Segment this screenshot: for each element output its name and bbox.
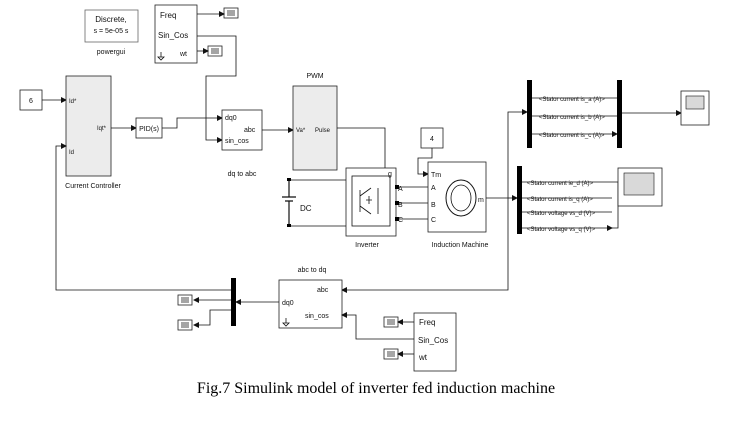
inverter-port-g: g: [388, 171, 392, 178]
powergui-label: powergui: [97, 49, 126, 56]
controller-out: Iqt*: [97, 126, 107, 132]
constant-tm-block[interactable]: 4: [420, 127, 444, 149]
bus2-signal-d: <Stator current ie_d (A)>: [527, 181, 594, 187]
dc-source-block[interactable]: DC: [282, 178, 312, 227]
constant-id-value: 6: [29, 98, 33, 105]
terminator-bottom-4: [383, 348, 399, 360]
terminator-bottom-3: [383, 316, 399, 328]
constant-tm-value: 4: [430, 136, 434, 143]
abc-to-dq-in-sincos: sin_cos: [305, 313, 329, 320]
bus2-signal-vd: <Stator voltage vs_d (V)>: [527, 211, 596, 217]
induction-machine-block[interactable]: Tm A B C m: [427, 161, 487, 233]
inverter-port-b: B: [398, 202, 403, 209]
dq-to-abc-in-dq0: dq0: [225, 115, 237, 122]
machine-port-c: C: [431, 217, 436, 224]
bus2-signal-vq: <Stator voltage vs_q (V)>: [527, 227, 596, 233]
inverter-label: Inverter: [355, 242, 379, 249]
clock-top-wt: wt: [179, 51, 187, 58]
current-controller-block[interactable]: Id* Iqt* Id: [65, 75, 112, 177]
constant-id-block[interactable]: 6: [19, 89, 43, 111]
scope-2-wiring: [612, 181, 619, 229]
pwm-in: Va*: [296, 128, 306, 134]
pid-block[interactable]: PID(s): [135, 117, 163, 139]
bus1-signal-a: <Stator current is_a (A)>: [539, 97, 605, 103]
bus-selector-2[interactable]: [517, 166, 522, 234]
clock-top-icon: [157, 52, 165, 61]
dq-to-abc-block[interactable]: dq0 sin_cos abc: [221, 109, 263, 151]
controller-in-id: Id: [69, 150, 74, 156]
abc-to-dq-in-abc: abc: [317, 287, 329, 294]
machine-port-a: A: [431, 185, 436, 192]
abc-to-dq-out: dq0: [282, 300, 294, 307]
current-controller-label: Current Controller: [65, 183, 121, 190]
bus-selector-1[interactable]: [527, 80, 532, 148]
terminator-bottom-2: [177, 319, 193, 331]
machine-port-m: m: [478, 197, 484, 204]
pwm-block[interactable]: Va* Pulse: [292, 85, 338, 171]
dq-to-abc-label: dq to abc: [228, 171, 257, 178]
bus-selector-2-signals: <Stator current ie_d (A)> <Stator curren…: [527, 181, 596, 233]
abc-to-dq-block[interactable]: abc dq0 sin_cos: [278, 279, 343, 329]
terminator-top-2: [207, 45, 223, 57]
powergui-line1: Discrete,: [95, 15, 127, 24]
figure-caption: Fig.7 Simulink model of inverter fed ind…: [196, 380, 556, 397]
clock-bottom-sincos: Sin_Cos: [418, 336, 448, 345]
terminator-bottom-1: [177, 294, 193, 306]
powergui-block[interactable]: Discrete, s = 5e-05 s: [84, 9, 139, 43]
abc-to-dq-icon: [282, 318, 290, 327]
bus-selector-1-signals: <Stator current is_a (A)> <Stator curren…: [539, 97, 605, 139]
induction-machine-label: Induction Machine: [432, 242, 489, 249]
terminator-top-1: [223, 7, 239, 19]
clock-bottom-wt: wt: [418, 353, 428, 362]
mux-1: [617, 80, 622, 148]
bus1-signal-b: <Stator current is_b (A)>: [539, 115, 605, 121]
inverter-block[interactable]: g A B C: [345, 167, 403, 237]
clock-top-freq: Freq: [160, 11, 176, 20]
pid-label: PID(s): [139, 126, 159, 133]
scope-2[interactable]: [617, 167, 663, 207]
dq-to-abc-out: abc: [244, 127, 256, 134]
inverter-port-c: C: [398, 217, 403, 224]
powergui-line2: s = 5e-05 s: [94, 28, 129, 35]
machine-port-b: B: [431, 202, 436, 209]
bus2-signal-q: <Stator current is_q (A)>: [527, 197, 593, 203]
dc-source-label: DC: [300, 204, 312, 213]
clock-top-sincos: Sin_Cos: [158, 31, 188, 40]
inverter-port-a: A: [398, 186, 403, 193]
machine-port-tm: Tm: [431, 172, 441, 179]
abc-to-dq-title: abc to dq: [298, 267, 327, 274]
scope-1[interactable]: [680, 90, 710, 126]
clock-bottom-block[interactable]: Freq Sin_Cos wt: [413, 312, 457, 372]
pwm-out: Pulse: [315, 128, 331, 134]
clock-bottom-freq: Freq: [419, 318, 435, 327]
clock-top-block[interactable]: Freq Sin_Cos wt: [154, 4, 198, 64]
dq-to-abc-in-sincos: sin_cos: [225, 138, 249, 145]
controller-in-id-star: Id*: [69, 99, 77, 105]
bus1-signal-c: <Stator current is_c (A)>: [539, 133, 605, 139]
demux-1: [231, 278, 236, 326]
pwm-title: PWM: [306, 73, 323, 80]
